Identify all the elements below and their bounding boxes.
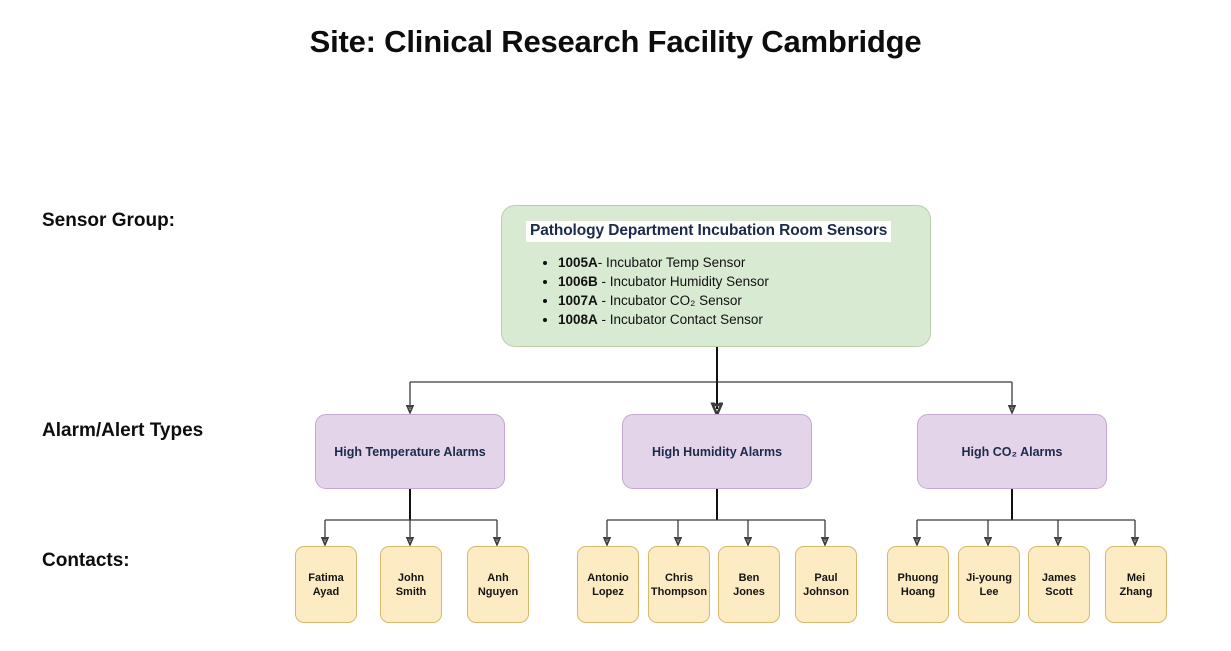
contact-node[interactable]: Paul Johnson [795, 546, 857, 623]
row-label-alarm-types: Alarm/Alert Types [42, 420, 204, 441]
contact-name: Chris Thompson [650, 571, 708, 598]
contact-name: Ben Jones [733, 571, 765, 598]
row-label-contacts: Contacts: [42, 550, 130, 571]
sensor-list-item: 1006B - Incubator Humidity Sensor [558, 272, 769, 291]
sensor-id: 1008A [558, 312, 598, 327]
alarm-type-node-co2[interactable]: High CO₂ Alarms [917, 414, 1107, 489]
alarm-type-label: High Temperature Alarms [334, 444, 486, 459]
page-title: Site: Clinical Research Facility Cambrid… [309, 24, 922, 59]
contact-name: John Smith [395, 571, 427, 598]
contact-node[interactable]: Anh Nguyen [467, 546, 529, 623]
sensor-name: - Incubator Humidity Sensor [597, 274, 769, 289]
contact-node[interactable]: John Smith [380, 546, 442, 623]
sensor-name: - Incubator Contact Sensor [597, 312, 763, 327]
contact-name: Fatima Ayad [308, 571, 344, 598]
contact-name: Phuong Hoang [897, 571, 939, 598]
sensor-id: 1005A [558, 255, 598, 270]
contact-name: Anh Nguyen [477, 571, 519, 598]
contact-node[interactable]: Fatima Ayad [295, 546, 357, 623]
sensor-id: 1007A [558, 293, 598, 308]
contact-node[interactable]: Mei Zhang [1105, 546, 1167, 623]
contact-node[interactable]: Phuong Hoang [887, 546, 949, 623]
alarm-type-node-humidity[interactable]: High Humidity Alarms [622, 414, 812, 489]
sensor-list: 1005A- Incubator Temp Sensor1006B - Incu… [532, 253, 769, 329]
contact-node[interactable]: Ben Jones [718, 546, 780, 623]
alarm-type-label: High CO₂ Alarms [961, 444, 1063, 459]
sensor-list-item: 1007A - Incubator CO₂ Sensor [558, 291, 769, 310]
contact-name: James Scott [1041, 571, 1077, 598]
contact-node[interactable]: Ji-young Lee [958, 546, 1020, 623]
alarm-type-node-temperature[interactable]: High Temperature Alarms [315, 414, 505, 489]
contact-node[interactable]: James Scott [1028, 546, 1090, 623]
row-label-sensor-group: Sensor Group: [42, 210, 176, 231]
sensor-name: - Incubator Temp Sensor [597, 255, 746, 270]
sensor-list-item: 1005A- Incubator Temp Sensor [558, 253, 769, 272]
sensor-id: 1006B [558, 274, 598, 289]
contact-name: Antonio Lopez [587, 571, 629, 598]
contact-node[interactable]: Chris Thompson [648, 546, 710, 623]
alarm-type-label: High Humidity Alarms [651, 444, 783, 459]
contact-node[interactable]: Antonio Lopez [577, 546, 639, 623]
sensor-group-heading: Pathology Department Incubation Room Sen… [526, 221, 892, 242]
sensor-name: - Incubator CO₂ Sensor [597, 293, 742, 308]
sensor-list-item: 1008A - Incubator Contact Sensor [558, 310, 769, 329]
contact-name: Paul Johnson [803, 571, 849, 598]
contact-name: Ji-young Lee [966, 571, 1012, 598]
sensor-group-node[interactable]: Pathology Department Incubation Room Sen… [501, 205, 931, 347]
contact-name: Mei Zhang [1119, 571, 1153, 598]
